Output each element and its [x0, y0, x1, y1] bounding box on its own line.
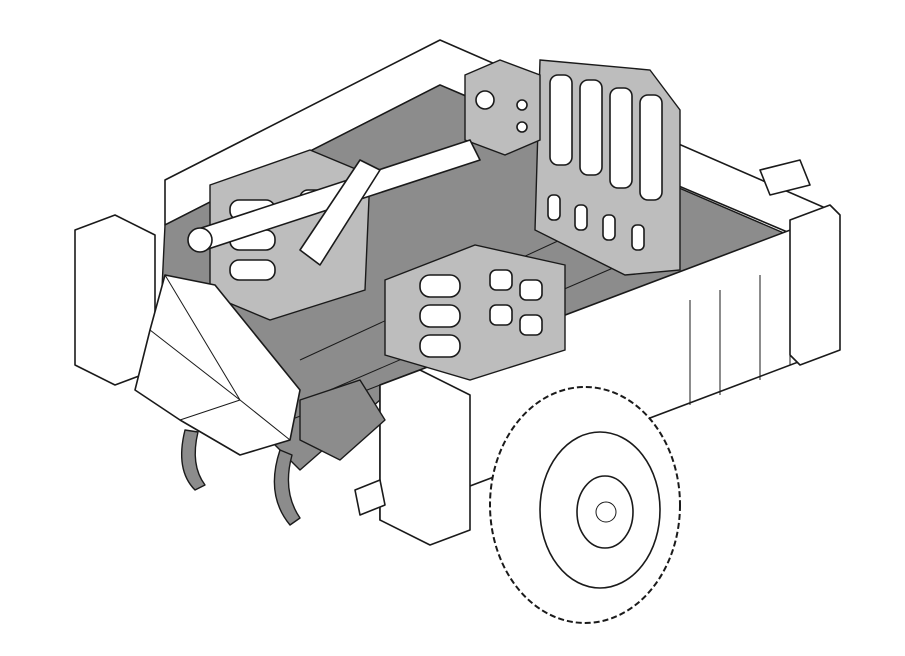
mortar-baseplate — [134, 274, 301, 456]
hub-center — [595, 501, 617, 523]
ammo-rack-upper — [534, 59, 681, 276]
near-corner-post — [379, 369, 471, 546]
front-corner-post — [789, 204, 841, 366]
mortar-bipod — [299, 159, 381, 266]
rack-slots — [547, 194, 645, 251]
ammo-canisters — [549, 74, 663, 201]
rear-bumper — [354, 479, 386, 516]
control-button-icon — [516, 99, 528, 111]
wheel — [489, 386, 681, 624]
control-button-icon — [516, 121, 528, 133]
hub — [576, 475, 634, 549]
control-knob-icon — [475, 90, 495, 110]
baseplate-facets — [149, 274, 291, 441]
muzzle-icon — [187, 227, 213, 253]
mortar — [134, 139, 481, 526]
ammo-rack-center — [384, 244, 566, 381]
control-box — [464, 59, 541, 156]
mortar-mount — [299, 379, 386, 461]
tow-bar — [759, 159, 811, 196]
outrigger-leg-left — [180, 429, 206, 491]
outrigger-leg-right — [273, 449, 301, 526]
